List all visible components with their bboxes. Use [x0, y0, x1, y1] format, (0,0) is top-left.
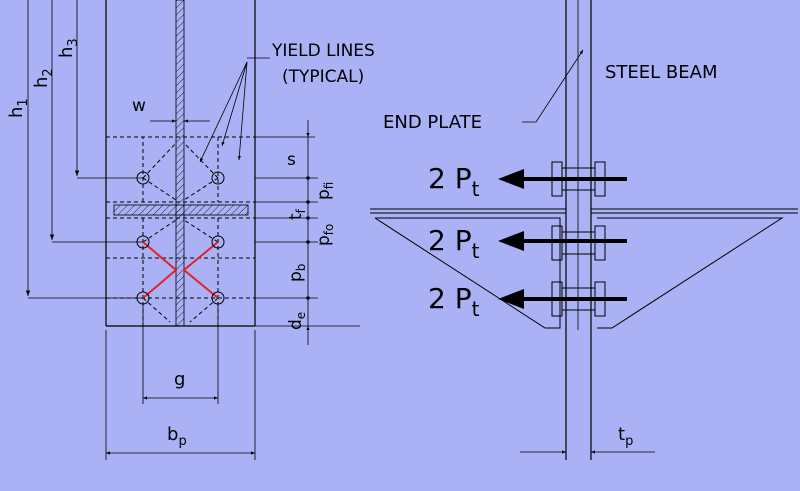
beam-flange — [113, 204, 249, 216]
beam-web — [175, 0, 185, 327]
bolt-hole — [211, 235, 225, 249]
tf-label: tf — [286, 208, 308, 220]
s-label: s — [287, 150, 296, 170]
g-label: g — [174, 369, 185, 390]
force-arrows — [498, 169, 627, 309]
h-dimensions — [25, 0, 143, 299]
pb-label: pb — [286, 264, 308, 282]
front-view: h1 h2 h3 w YIELD LINES (TYPICAL) — [6, 0, 375, 460]
end-plate-label: END PLATE — [383, 112, 482, 133]
tp-label: tp — [618, 424, 633, 449]
h3-label: h3 — [56, 38, 81, 58]
haunch-left — [374, 217, 561, 329]
de-label: de — [286, 312, 308, 330]
force-label-3: 2 Pt — [428, 282, 480, 321]
yield-lines-leaders — [199, 57, 270, 163]
pfi-label: pfi — [314, 182, 336, 200]
yield-lines-typical-label: (TYPICAL) — [282, 67, 364, 87]
bp-label: bp — [167, 424, 187, 449]
steel-beam-label: STEEL BEAM — [605, 62, 717, 83]
force-label-1: 2 Pt — [428, 162, 480, 201]
haunch-right — [597, 217, 784, 329]
bolt-hole — [211, 171, 225, 185]
end-plate-leader — [522, 49, 584, 123]
side-view: 2 Pt 2 Pt 2 Pt STEEL BEAM END PLATE tp — [370, 0, 798, 460]
red-yield-lines — [142, 241, 219, 299]
h2-label: h2 — [31, 68, 56, 88]
pfo-label: pfo — [314, 224, 336, 246]
force-label-2: 2 Pt — [428, 224, 480, 263]
right-dimension-chain — [255, 120, 360, 345]
yield-lines-label: YIELD LINES — [271, 41, 375, 61]
h1-label: h1 — [6, 98, 31, 118]
w-label: w — [132, 96, 146, 116]
